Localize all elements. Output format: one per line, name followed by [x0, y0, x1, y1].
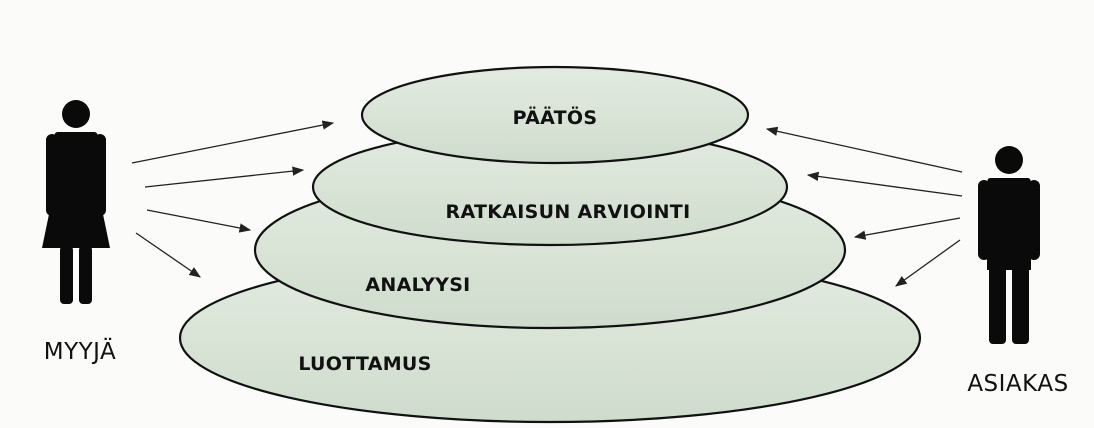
layer-top-ellipse	[360, 65, 750, 165]
customer-arrows	[765, 126, 963, 287]
customer-arrow-2	[806, 171, 963, 197]
layer-bottom-label: LUOTTAMUS	[298, 353, 431, 375]
layer-second-label: RATKAISUN ARVIOINTI	[446, 201, 691, 223]
customer-label: ASIAKAS	[967, 371, 1068, 397]
male-person-icon	[978, 146, 1040, 344]
seller-arrows	[131, 120, 335, 278]
seller-arrow-2	[144, 166, 305, 188]
customer-arrow-1	[765, 126, 963, 173]
seller-arrow-1	[131, 120, 335, 164]
layer-third-label: ANALYYSI	[365, 274, 470, 296]
layer-top-label: PÄÄTÖS	[513, 105, 598, 129]
customer-arrow-3	[853, 217, 961, 240]
customer-arrow-4	[895, 239, 961, 287]
seller-arrow-3	[146, 209, 252, 233]
seller-label: MYYJÄ	[44, 337, 117, 365]
seller-arrow-4	[135, 232, 201, 278]
female-person-icon	[42, 100, 110, 304]
